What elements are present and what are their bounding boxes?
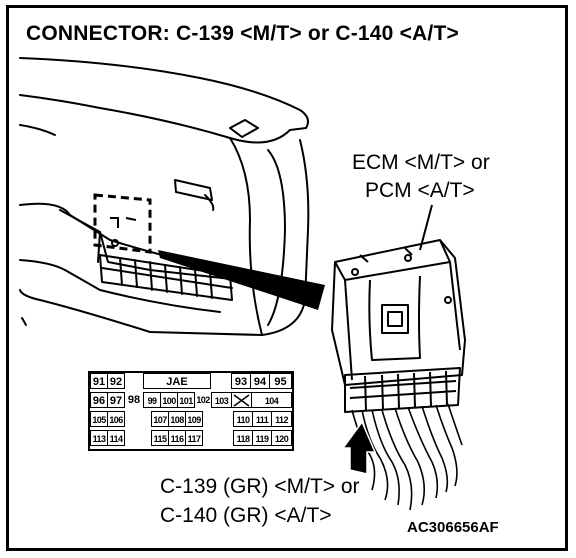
pin-cell: 110 (233, 411, 253, 427)
cross-mark-icon (233, 394, 250, 407)
pin-cell: 97 (107, 392, 125, 408)
pointer-wedge (158, 250, 325, 310)
pin-cell: 113 (90, 430, 108, 446)
pin-cell: 112 (271, 411, 292, 427)
pin-cell: 111 (252, 411, 272, 427)
diagram-title: CONNECTOR: C-139 <M/T> or C-140 <A/T> (26, 22, 459, 45)
pin-cell: 93 (231, 373, 251, 389)
pin-cell: 120 (271, 430, 292, 446)
pin-cell: 101 (177, 392, 195, 408)
pin-cell: 105 (90, 411, 108, 427)
connector-label-line2: C-140 (GR) <A/T> (160, 504, 332, 527)
connector-arrow (341, 420, 377, 475)
pin-cell: 116 (168, 430, 186, 446)
pin-cell: 108 (168, 411, 186, 427)
ecm-label-line2: PCM <A/T> (365, 179, 475, 202)
ecm-leader-line (419, 204, 433, 251)
pin-cell: 119 (252, 430, 272, 446)
connector-label-line1: C-139 (GR) <M/T> or (160, 475, 360, 498)
pin-cell: 115 (151, 430, 169, 446)
pin-cell: 92 (107, 373, 125, 389)
pin-cell: 95 (269, 373, 292, 389)
pin-cell: 91 (90, 373, 108, 389)
figure-code: AC306656AF (407, 519, 499, 536)
pin-cell: 106 (107, 411, 125, 427)
pin-cell: 102 (196, 395, 210, 405)
pin-cell: 100 (160, 392, 178, 408)
pin-cell: 104 (251, 392, 292, 408)
pin-cell: 96 (90, 392, 108, 408)
dashed-location-box (93, 193, 152, 254)
pin-cell: 114 (107, 430, 125, 446)
connector-face: 91 92 JAE 93 94 95 96 97 98 99 100 101 1… (88, 371, 294, 451)
pin-cell: 103 (211, 392, 232, 408)
pin-cell: 109 (185, 411, 203, 427)
vent-icon (229, 119, 259, 138)
ecm-label-line1: ECM <M/T> or (352, 151, 490, 174)
pin-cell: 117 (185, 430, 203, 446)
dashboard-outline (19, 57, 309, 131)
pin-cell: 118 (233, 430, 253, 446)
pin-cell: 99 (143, 392, 161, 408)
ecm-unit (331, 239, 466, 386)
pin-cell: 94 (250, 373, 270, 389)
pin-cell: 107 (151, 411, 169, 427)
pin-cell: 98 (127, 394, 141, 406)
wire-harness (351, 409, 376, 491)
maker-label: JAE (143, 373, 211, 389)
